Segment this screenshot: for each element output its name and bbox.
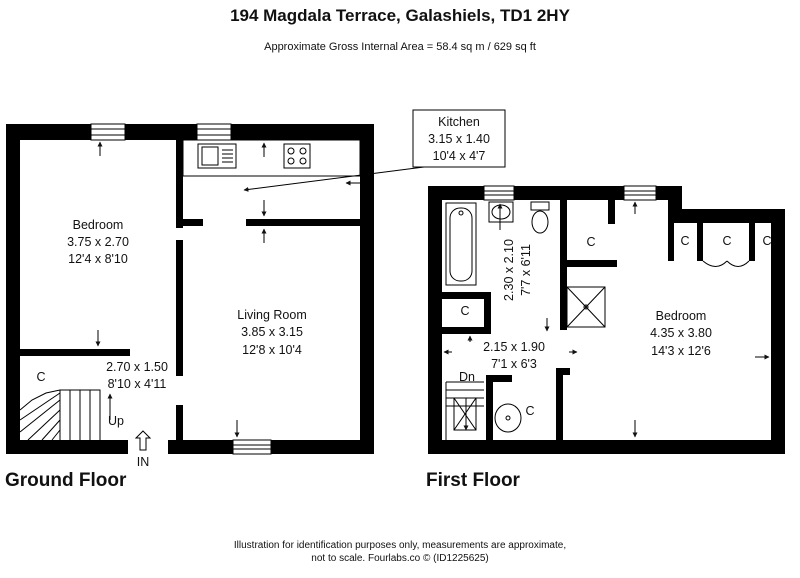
living-room-name: Living Room — [237, 308, 306, 322]
ff-cupboard-5: C — [762, 234, 771, 248]
gf-wall-living-west — [176, 405, 183, 443]
shower-icon — [566, 286, 606, 328]
gf-cupboard-label: C — [36, 370, 45, 384]
gf-window-kitchen — [196, 123, 232, 141]
ff-bedroom-imperial: 14'3 x 12'6 — [651, 344, 711, 358]
gf-wall-kitchen-south-b — [246, 219, 360, 226]
ff-bedroom-metric: 4.35 x 3.80 — [650, 326, 712, 340]
entrance-label: IN — [137, 455, 150, 469]
gf-wall-bedroom-south — [20, 349, 130, 356]
ff-wall-cupboard-west — [442, 292, 489, 299]
bathroom-imperial: 7'7 x 6'11 — [519, 244, 533, 296]
bath-icon — [445, 202, 477, 286]
ground-floor-label: Ground Floor — [5, 470, 127, 491]
kitchen-metric: 3.15 x 1.40 — [428, 132, 490, 146]
ff-wall-landing-east — [486, 375, 493, 440]
ff-stairs — [445, 381, 484, 440]
ff-wall-landing-south — [486, 375, 512, 382]
ff-basin-icon — [494, 403, 522, 433]
ff-wall-left-lower — [428, 292, 442, 454]
ff-cupboard-1: C — [460, 304, 469, 318]
ff-wall-cupboard-south — [442, 327, 489, 334]
ff-window-bedroom — [623, 185, 657, 201]
ground-floor-plan: Kitchen 3.15 x 1.40 10'4 x 4'7 Bedroom 3… — [6, 109, 506, 469]
ff-wall-bath-east — [560, 200, 567, 288]
ff-wall-top-step — [668, 186, 682, 213]
ff-wall-c2-top — [556, 368, 570, 375]
ff-wall-right — [771, 209, 785, 454]
gf-stairs-label: Up — [108, 414, 124, 428]
gf-wall-bedroom-east-lower — [176, 240, 183, 376]
kitchen-hob-icon — [283, 143, 311, 169]
disclaimer-footer: Illustration for identification purposes… — [0, 539, 800, 565]
ff-wall-c-south — [567, 260, 617, 267]
kitchen-sink-icon — [197, 143, 237, 169]
page-title: 194 Magdala Terrace, Galashiels, TD1 2HY — [230, 6, 570, 25]
disclaimer-line-2: not to scale. Fourlabs.co © (ID1225625) — [311, 553, 489, 564]
ff-stairs-label: Dn — [459, 370, 475, 384]
toilet-icon — [530, 201, 550, 234]
washbasin-icon — [488, 201, 514, 223]
ff-wall-wardrobe-a — [668, 223, 674, 261]
bathroom-metric: 2.30 x 2.10 — [502, 239, 516, 301]
living-room-metric: 3.85 x 3.15 — [241, 325, 303, 339]
living-room-imperial: 12'8 x 10'4 — [242, 343, 302, 357]
ff-cupboard-4: C — [722, 234, 731, 248]
ff-wall-c-side — [608, 200, 615, 224]
first-floor-plan: Bedroom 4.35 x 3.80 14'3 x 12'6 2.30 x 2… — [428, 185, 785, 454]
gf-wall-bottom-left — [6, 440, 128, 454]
kitchen-counter — [182, 139, 361, 177]
kitchen-callout-box — [412, 109, 506, 168]
ff-cupboard-6: C — [525, 404, 534, 418]
kitchen-imperial: 10'4 x 4'7 — [433, 149, 486, 163]
ff-cupboard-3: C — [680, 234, 689, 248]
ff-cupboard-2: C — [586, 235, 595, 249]
gf-wall-right — [360, 124, 374, 454]
gf-bedroom-imperial: 12'4 x 8'10 — [68, 252, 128, 266]
gf-bedroom-name: Bedroom — [73, 218, 124, 232]
landing-metric: 2.15 x 1.90 — [483, 340, 545, 354]
gf-hall-metric: 2.70 x 1.50 — [106, 360, 168, 374]
gf-window-living — [232, 439, 272, 455]
gf-wall-top — [6, 124, 374, 140]
gf-wall-kitchen-south-a — [183, 219, 203, 226]
ff-window-bathroom — [483, 185, 515, 201]
disclaimer-line-1: Illustration for identification purposes… — [233, 540, 567, 551]
ff-wall-wardrobe-c — [749, 223, 755, 261]
gf-hall-imperial: 8'10 x 4'11 — [108, 377, 167, 391]
ff-wall-bath-east-lower — [560, 286, 567, 330]
ff-wall-c2-east — [556, 368, 563, 440]
ff-bedroom-name: Bedroom — [656, 309, 707, 323]
ff-wall-top-right — [668, 209, 784, 223]
ff-wall-bottom — [428, 440, 785, 454]
gf-bedroom-metric: 3.75 x 2.70 — [67, 235, 129, 249]
first-floor-label: First Floor — [426, 470, 520, 491]
ff-wall-wardrobe-b — [697, 223, 703, 261]
gf-wall-bedroom-east-upper — [176, 140, 183, 228]
landing-imperial: 7'1 x 6'3 — [491, 357, 537, 371]
entrance-arrow-icon — [134, 430, 152, 451]
gf-stairs — [19, 389, 101, 441]
gf-window-bedroom — [90, 123, 126, 141]
kitchen-name: Kitchen — [438, 115, 480, 129]
kitchen-callout-leader — [243, 166, 425, 192]
gf-wall-left — [6, 124, 20, 454]
ff-wall-left-upper — [428, 186, 442, 292]
ff-wall-cupboard-east — [484, 292, 491, 334]
area-subtitle: Approximate Gross Internal Area = 58.4 s… — [264, 41, 536, 53]
